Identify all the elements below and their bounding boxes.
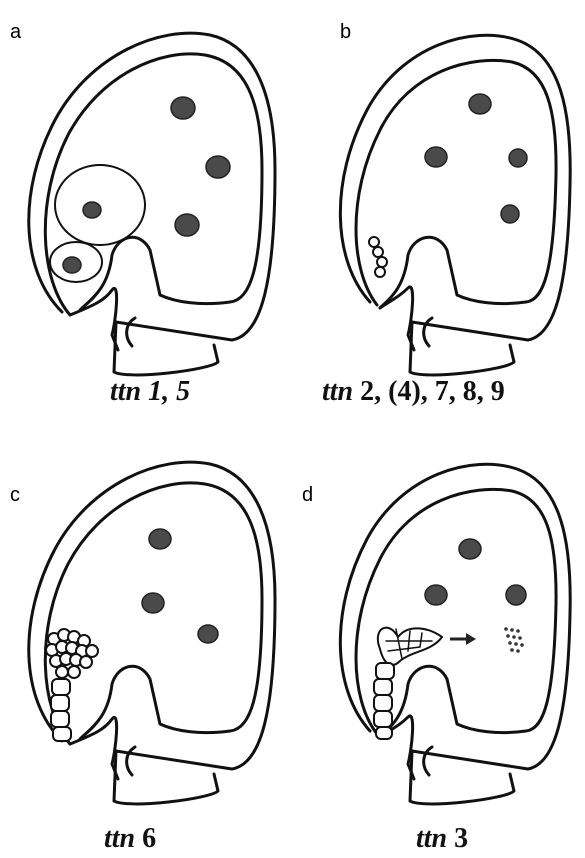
panel-a: a ttn 1, 5 [0,0,292,429]
nucleus-c3 [198,625,218,643]
degenerating-cells-b [369,237,387,277]
caption-a-italic: ttn 1, 5 [110,376,190,407]
cell-column-c [51,679,71,741]
nucleus-a5 [175,214,199,236]
panel-letter-d: d [302,484,313,506]
panel-c: c ttn 6 [0,429,292,858]
seed-diagram-c: c ttn 6 [0,429,292,858]
nucleus-d2 [425,585,447,605]
nucleus-a1 [83,202,101,218]
panel-d: d ttn 3 [292,429,584,858]
seed-diagram-a: a ttn 1, 5 [0,0,292,429]
caption-a: ttn 1, 5 [110,376,190,407]
caption-c-bold: 6 [135,823,156,854]
nucleus-a4 [206,156,230,178]
fragmented-nucleus-d [504,627,524,653]
panel-letter-c: c [10,484,20,506]
nucleus-b1 [469,94,491,114]
heart-shaped-structure-d [378,628,442,665]
panel-letter-b: b [340,21,351,43]
panel-letter-a: a [10,21,22,43]
seed-outline-b [340,35,570,375]
nucleus-c2 [142,593,164,613]
caption-c-italic: ttn [104,823,135,854]
nucleus-b4 [501,205,519,223]
nucleus-d1 [459,539,481,559]
seed-outline-d [340,464,570,804]
nucleus-b3 [509,149,527,167]
caption-b-italic: ttn [322,376,353,407]
caption-b-bold: 2, (4), 7, 8, 9 [353,376,505,407]
nucleus-c1 [149,529,171,549]
nucleus-a3 [171,97,195,119]
cell-column-d [374,663,394,739]
nucleus-d3 [506,585,526,605]
seed-diagram-d: d ttn 3 [292,429,584,858]
arrow-icon [450,633,476,645]
cell-cluster-c [46,629,98,678]
caption-d-italic: ttn [416,823,447,854]
nucleus-b2 [425,147,447,167]
caption-d: ttn 3 [416,823,468,854]
seed-diagram-b: b ttn 2, (4), 7, 8, 9 [292,0,584,429]
caption-c: ttn 6 [104,823,156,854]
caption-d-bold: 3 [447,823,468,854]
caption-b: ttn 2, (4), 7, 8, 9 [322,376,505,407]
nucleus-a2 [63,257,81,273]
panel-b: b ttn 2, (4), 7, 8, 9 [292,0,584,429]
